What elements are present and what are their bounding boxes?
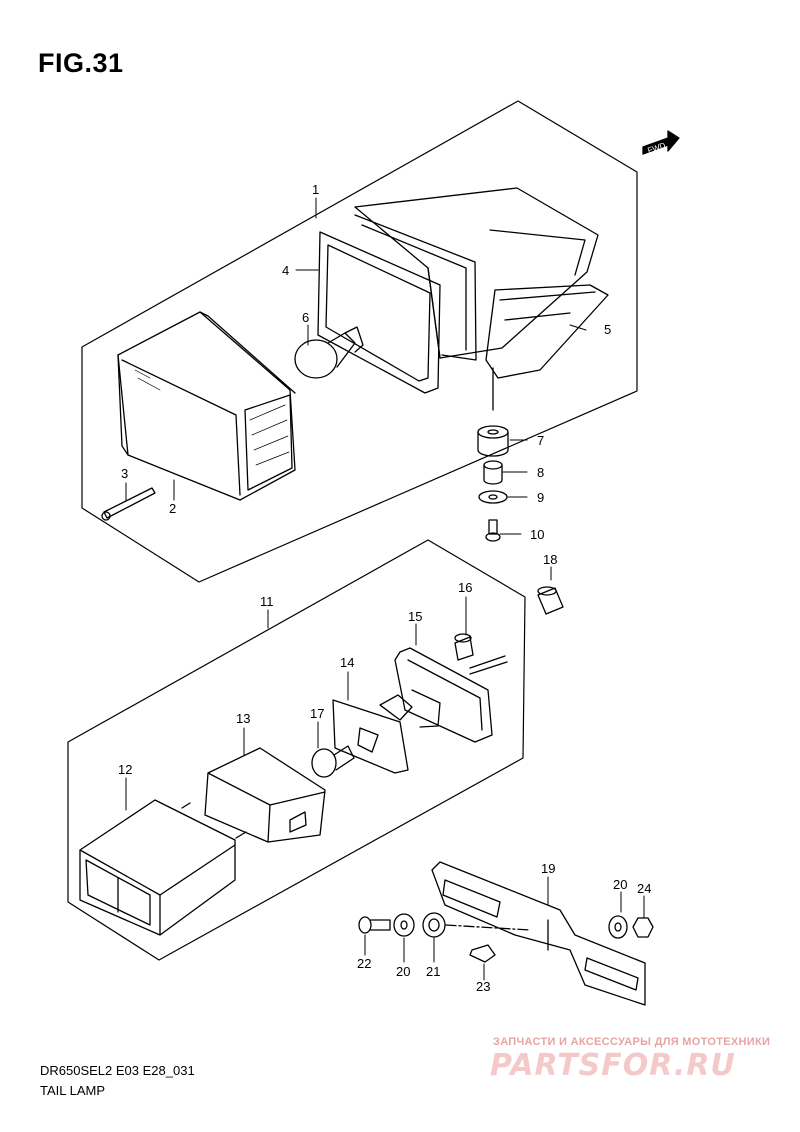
part-2-lens <box>117 311 296 501</box>
figure-title: FIG.31 <box>38 48 124 78</box>
part-20-washer-right <box>608 915 628 939</box>
callout-17: 17 <box>310 706 324 721</box>
callout-18: 18 <box>543 552 557 567</box>
part-17-bulb <box>311 745 355 778</box>
callout-21: 21 <box>426 964 440 979</box>
callout-20-right: 20 <box>613 877 627 892</box>
callout-7: 7 <box>537 433 544 448</box>
assembly-frame-lower <box>67 539 526 961</box>
callout-11: 11 <box>260 594 274 609</box>
callout-23: 23 <box>476 979 490 994</box>
callout-16: 16 <box>458 580 472 595</box>
part-9-washer <box>478 490 508 504</box>
bracket-axis-line <box>445 924 531 931</box>
part-10-bolt <box>485 519 501 542</box>
callout-4: 4 <box>282 263 289 278</box>
diagram-caption: TAIL LAMP <box>40 1083 106 1098</box>
part-8-collar <box>483 460 503 485</box>
callout-14: 14 <box>340 655 354 670</box>
watermark-logo: PARTSFOR.RU <box>490 1048 736 1083</box>
callout-20-left: 20 <box>396 964 410 979</box>
part-16-bolt <box>454 633 474 661</box>
leader-lines <box>125 197 645 981</box>
part-21-grommet <box>422 912 446 938</box>
part-7-grommet <box>477 425 509 457</box>
fwd-label: FWD <box>646 141 666 155</box>
callout-8: 8 <box>537 465 544 480</box>
callout-10: 10 <box>530 527 544 542</box>
callout-19: 19 <box>541 861 555 876</box>
part-4-gasket <box>317 214 477 394</box>
fwd-arrow-icon: FWD <box>642 130 680 155</box>
part-24-nut <box>632 917 654 938</box>
watermark-tagline: ЗАПЧАСТИ И АКСЕССУАРЫ ДЛЯ МОТОТЕХНИКИ <box>493 1036 771 1048</box>
part-23-reflector-clip <box>469 944 496 963</box>
callout-24: 24 <box>637 881 651 896</box>
part-13-lens <box>204 747 326 843</box>
part-20-washer-left <box>393 913 415 937</box>
callout-numbers: 1 4 6 5 3 2 7 8 9 10 18 11 16 15 14 17 1… <box>118 182 651 994</box>
part-22-bolt <box>358 916 391 934</box>
part-19-bracket <box>431 861 646 1006</box>
callout-6: 6 <box>302 310 309 325</box>
part-14-gasket <box>332 699 409 774</box>
part-6-bulb <box>294 326 364 379</box>
callout-22: 22 <box>357 956 371 971</box>
diagram-code: DR650SEL2 E03 E28_031 <box>40 1063 195 1078</box>
callout-12: 12 <box>118 762 132 777</box>
part-3-screw <box>101 487 156 521</box>
callout-2: 2 <box>169 501 176 516</box>
callout-9: 9 <box>537 490 544 505</box>
callout-13: 13 <box>236 711 250 726</box>
part-15-socket-housing <box>379 647 508 743</box>
part-5-housing <box>354 187 609 379</box>
assembly-frame-upper <box>81 100 638 583</box>
callout-5: 5 <box>604 322 611 337</box>
callout-1: 1 <box>312 182 319 197</box>
callout-3: 3 <box>121 466 128 481</box>
part-12-housing <box>79 799 247 936</box>
callout-15: 15 <box>408 609 422 624</box>
part-18-spacer <box>537 586 564 615</box>
